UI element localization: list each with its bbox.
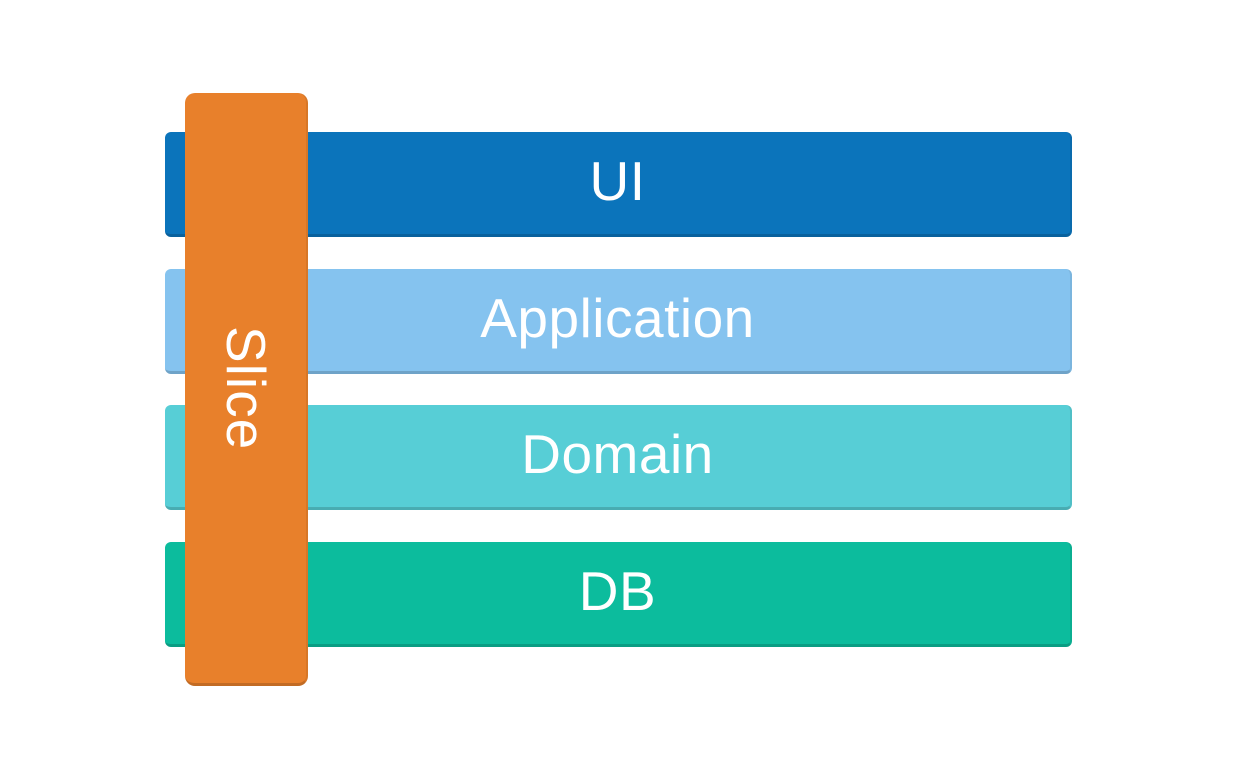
slice-label: Slice bbox=[215, 325, 277, 451]
layer-bar-ui: UI bbox=[165, 132, 1072, 237]
layer-label-db: DB bbox=[578, 559, 657, 622]
layer-bar-application: Application bbox=[165, 269, 1072, 374]
layer-bar-domain: Domain bbox=[165, 405, 1072, 510]
layer-bar-db: DB bbox=[165, 542, 1072, 647]
layer-label-ui: UI bbox=[589, 149, 646, 212]
layer-label-application: Application bbox=[480, 286, 755, 349]
layer-label-domain: Domain bbox=[521, 422, 714, 485]
slice-bar: Slice bbox=[185, 93, 308, 686]
